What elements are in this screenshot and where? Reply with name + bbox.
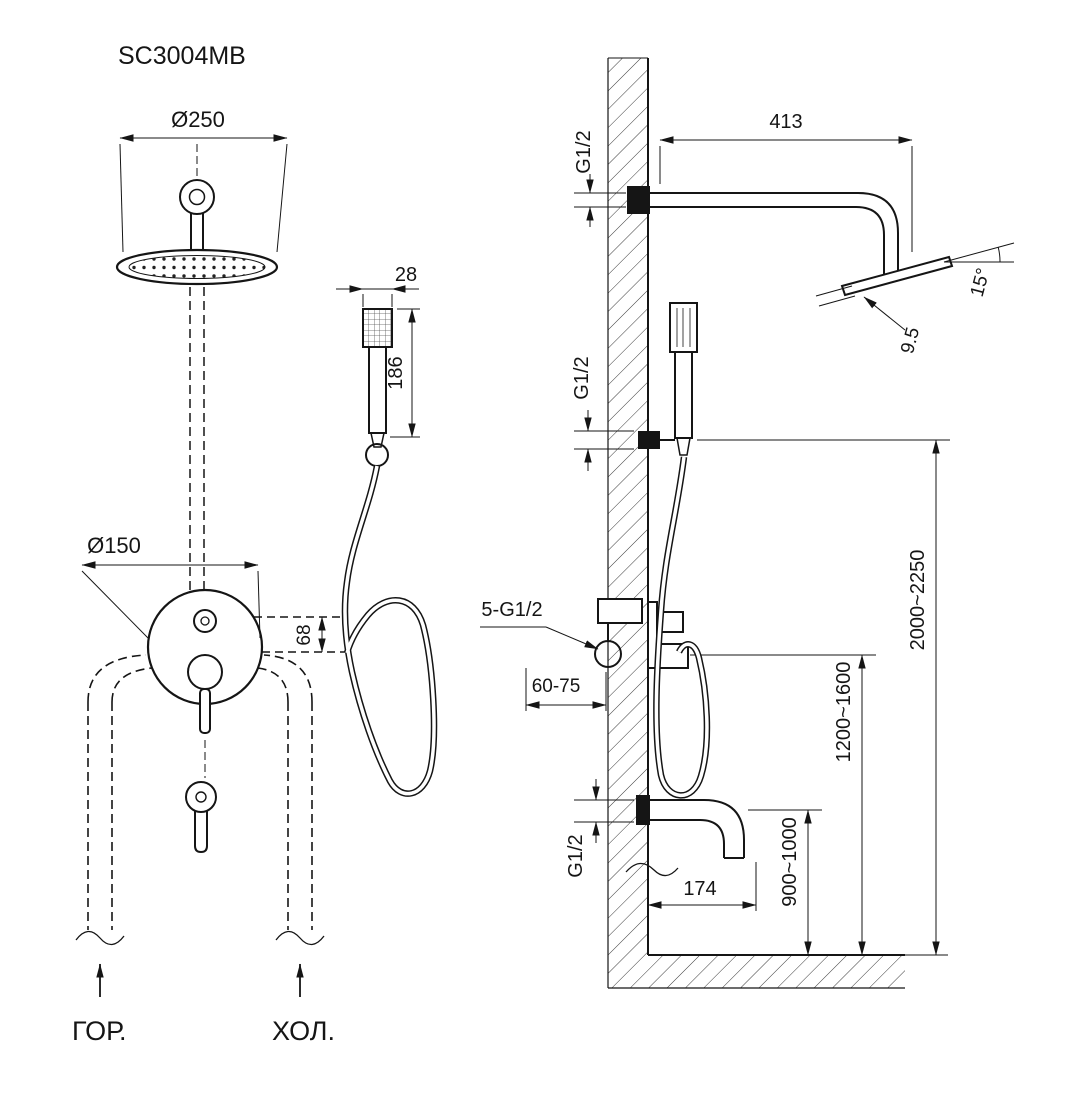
- label-valve-connections: 5-G1/2: [481, 599, 542, 621]
- water-inlets: ГОР. ХОЛ.: [72, 963, 335, 1046]
- spout-wall-flange: [636, 795, 650, 825]
- wall-section: [607, 57, 948, 989]
- dim-label-mixer-diameter: Ø150: [87, 533, 141, 558]
- rain-shower-head-front: [115, 144, 279, 286]
- concealed-valve: [594, 598, 689, 669]
- supply-pipes-dashed: [87, 654, 313, 930]
- mixer-plate: [146, 588, 264, 706]
- arm-flange: [179, 179, 215, 215]
- dim-label-spout-height: 900~1000: [779, 817, 801, 907]
- dim-arm-length: 413: [659, 111, 913, 252]
- floor-section: [648, 955, 905, 988]
- dim-label-arm-length: 413: [769, 111, 802, 133]
- dim-label-head-angle: 15°: [967, 266, 995, 299]
- spray-nozzles: [128, 255, 266, 279]
- thread-callout-spout: G1/2: [565, 779, 634, 878]
- diverter-button: [193, 609, 217, 633]
- handshower-hose-front: [341, 465, 438, 797]
- pipe-break-marks: [75, 930, 325, 946]
- spout-flange: [185, 781, 217, 813]
- dim-handshower-length: 186: [385, 308, 420, 438]
- label-holder-thread: G1/2: [571, 356, 593, 399]
- thread-callout-holder: G1/2: [571, 356, 634, 471]
- valve-body: [597, 598, 643, 624]
- model-number: SC3004MB: [118, 42, 246, 70]
- mixer-front: [146, 588, 264, 734]
- spout-front: [185, 740, 217, 854]
- hot-water-label: ГОР.: [72, 1016, 127, 1046]
- dim-label-head-thickness: 9.5: [897, 325, 924, 356]
- dim-mixer-diameter: Ø150: [81, 533, 261, 639]
- side-view: G1/2 413 15° 9.5 G1/2: [480, 57, 1015, 989]
- dim-label-head-diameter: Ø250: [171, 107, 225, 132]
- dim-label-handshower-width: 28: [395, 264, 417, 286]
- dim-valve-height: 1200~1600: [833, 654, 866, 956]
- handshower-spray-face: [362, 308, 393, 348]
- dim-handshower-width: 28: [336, 264, 419, 307]
- riser-pipe-dashed: [189, 287, 205, 591]
- label-arm-thread: G1/2: [573, 130, 595, 173]
- dim-label-total-height: 2000~2250: [907, 550, 929, 651]
- lever-base: [187, 654, 223, 690]
- thread-callout-arm: G1/2: [573, 130, 626, 227]
- wall-break-mark: [625, 862, 679, 877]
- handshower-connector: [370, 432, 385, 448]
- handshower-connector-side: [676, 437, 691, 456]
- dim-label-spout-length: 174: [683, 878, 716, 900]
- dim-head-thickness: 9.5: [815, 285, 924, 356]
- handshower-hose-side: [653, 456, 711, 799]
- handshower-handle: [368, 346, 387, 434]
- hand-shower-side: [638, 302, 698, 456]
- front-view: SC3004MB Ø250 28: [72, 42, 438, 1046]
- spout-side: [625, 795, 745, 877]
- handshower-bracket: [638, 431, 660, 449]
- dim-label-handshower-length: 186: [385, 356, 407, 389]
- label-spout-thread: G1/2: [565, 834, 587, 877]
- dim-spout-height: 900~1000: [779, 809, 812, 956]
- dim-total-height: 2000~2250: [907, 439, 940, 956]
- dim-spout-length: 174: [647, 862, 757, 911]
- spout-tip: [194, 811, 208, 854]
- callout-valve-connections: 5-G1/2: [480, 599, 599, 650]
- dim-head-diameter: Ø250: [119, 107, 288, 253]
- rain-head-ellipse: [115, 248, 279, 286]
- dim-label-valve-depth: 60-75: [532, 676, 581, 697]
- mixer-lever: [199, 688, 211, 734]
- cold-water-label: ХОЛ.: [272, 1016, 335, 1046]
- hand-shower-front: [362, 308, 393, 467]
- dim-label-outlet-offset: 68: [294, 624, 315, 645]
- handshower-connection-dashed: 68: [254, 616, 347, 653]
- dim-head-angle: 15°: [943, 242, 1015, 299]
- dim-label-valve-height: 1200~1600: [833, 662, 855, 763]
- handshower-handle-side: [674, 351, 693, 439]
- valve-knob: [594, 640, 622, 668]
- handshower-head-side: [669, 302, 698, 353]
- arm-wall-flange: [627, 186, 650, 214]
- dim-valve-depth: 60-75: [525, 668, 607, 711]
- shower-arm-side: [627, 186, 954, 297]
